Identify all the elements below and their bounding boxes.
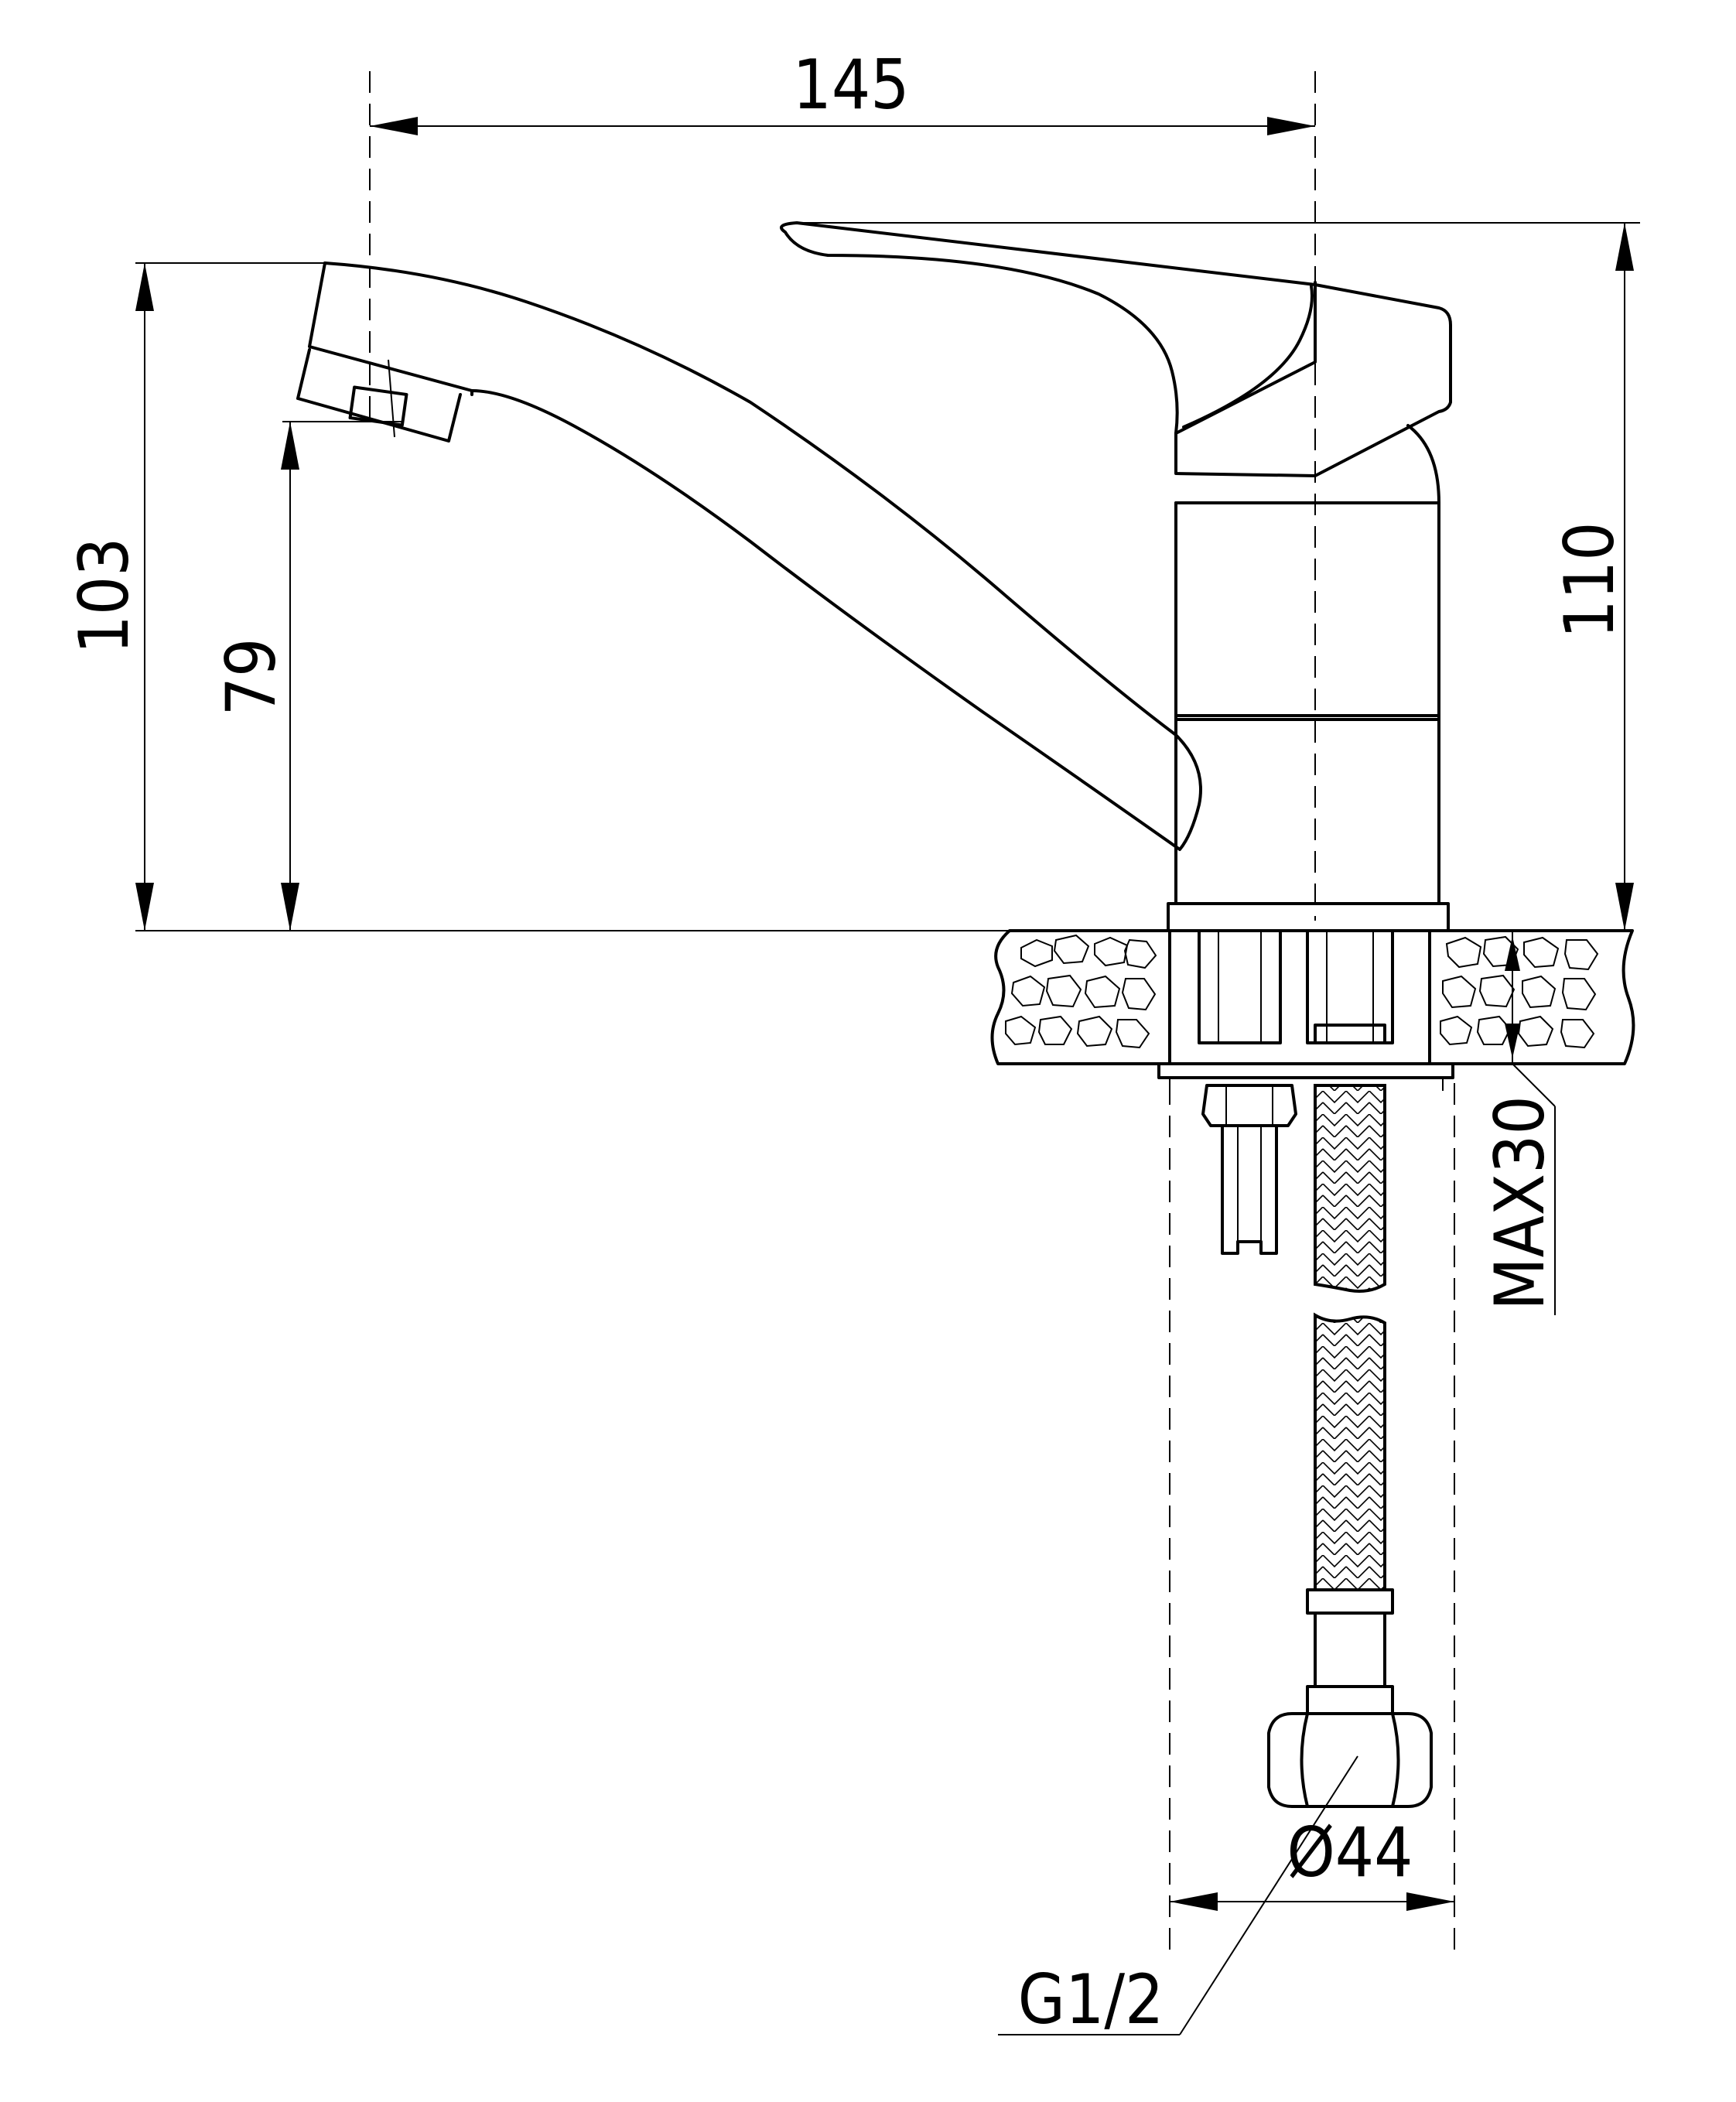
dimension-79-label: 79 xyxy=(211,638,291,716)
faucet-body xyxy=(1167,424,1450,932)
dimension-g12-label: G1/2 xyxy=(1018,1960,1164,2039)
dimension-110: 110 xyxy=(797,222,1640,931)
lever-handle xyxy=(780,221,1452,477)
fixing-stud xyxy=(1201,1084,1297,1255)
centerlines xyxy=(369,71,1455,1950)
dimension-103-label: 103 xyxy=(64,537,144,654)
dimension-145: 145 xyxy=(370,45,1315,135)
countertop xyxy=(990,929,1635,1065)
dimension-d44-label: Ø44 xyxy=(1287,1813,1413,1892)
dimension-g12: G1/2 xyxy=(998,1755,1358,2039)
mounting-assembly xyxy=(1157,929,1454,1091)
dimension-103: 103 xyxy=(64,262,325,931)
dimension-max30: MAX30 xyxy=(1480,931,1560,1315)
dimension-110-label: 110 xyxy=(1550,521,1629,638)
pebble-hatch xyxy=(1005,934,1599,1049)
dimension-max30-label: MAX30 xyxy=(1480,1095,1560,1310)
dimension-d44: Ø44 xyxy=(1170,1813,1454,1911)
dimension-79: 79 xyxy=(211,421,402,931)
dimension-145-label: 145 xyxy=(792,45,909,125)
spout xyxy=(296,261,1202,851)
braided-hose xyxy=(1267,1084,1433,1808)
